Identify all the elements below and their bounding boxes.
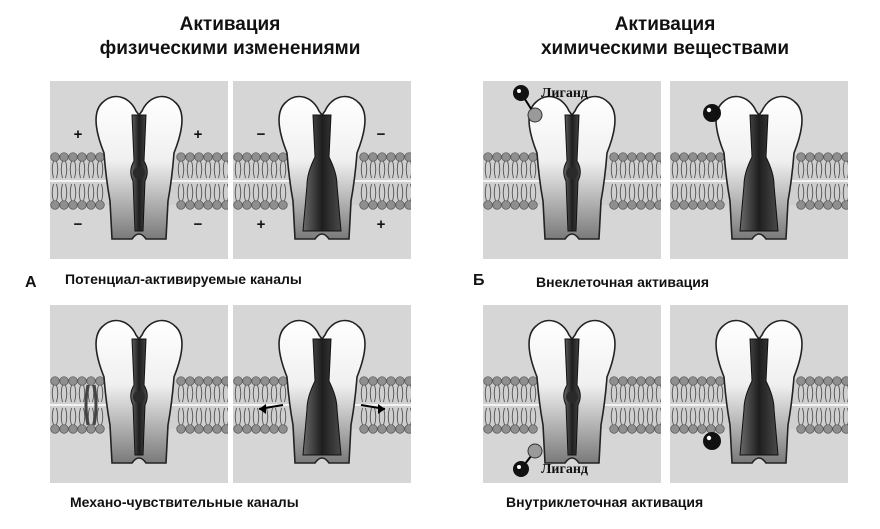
svg-text:+: + xyxy=(257,216,266,233)
svg-text:+: + xyxy=(377,216,386,233)
right-title-line1: Активация xyxy=(460,13,870,37)
panel-ligand-extra-closed: Лиганд xyxy=(483,81,661,259)
caption-intracellular: Внутриклеточная активация xyxy=(506,494,703,510)
section-letter-b: Б xyxy=(473,272,485,290)
svg-text:Лиганд: Лиганд xyxy=(541,462,588,477)
ligand-channel-intra-open xyxy=(670,305,848,483)
left-title: Активация физическими изменениями xyxy=(40,13,420,61)
svg-text:−: − xyxy=(194,216,203,233)
ligand-channel-extra-closed: Лиганд xyxy=(483,81,661,259)
panel-mechano-open xyxy=(233,305,411,483)
panel-voltage-closed: + + − − xyxy=(50,81,228,259)
voltage-channel-closed: + + − − xyxy=(50,81,228,259)
svg-text:−: − xyxy=(377,126,386,143)
panel-voltage-open: − − + + xyxy=(233,81,411,259)
voltage-channel-open: − − + + xyxy=(233,81,411,259)
left-title-line2: физическими изменениями xyxy=(40,37,420,61)
svg-text:−: − xyxy=(74,216,83,233)
panel-ligand-intra-open xyxy=(670,305,848,483)
caption-voltage-gated: Потенциал-активируемые каналы xyxy=(65,271,302,287)
ligand-channel-extra-open xyxy=(670,81,848,259)
ligand-channel-intra-closed: Лиганд xyxy=(483,305,661,483)
caption-extracellular: Внеклеточная активация xyxy=(536,274,709,290)
section-letter-a: А xyxy=(25,274,37,292)
panel-ligand-intra-closed: Лиганд xyxy=(483,305,661,483)
mechano-channel-closed xyxy=(50,305,228,483)
right-title: Активация химическими веществами xyxy=(460,13,870,61)
right-title-line2: химическими веществами xyxy=(460,37,870,61)
mechano-channel-open xyxy=(233,305,411,483)
caption-mechanosensitive: Механо-чувствительные каналы xyxy=(70,494,299,510)
left-title-line1: Активация xyxy=(40,13,420,37)
panel-mechano-closed xyxy=(50,305,228,483)
svg-text:+: + xyxy=(194,126,203,143)
svg-text:+: + xyxy=(74,126,83,143)
svg-text:Лиганд: Лиганд xyxy=(541,86,588,101)
svg-text:−: − xyxy=(257,126,266,143)
panel-ligand-extra-open xyxy=(670,81,848,259)
